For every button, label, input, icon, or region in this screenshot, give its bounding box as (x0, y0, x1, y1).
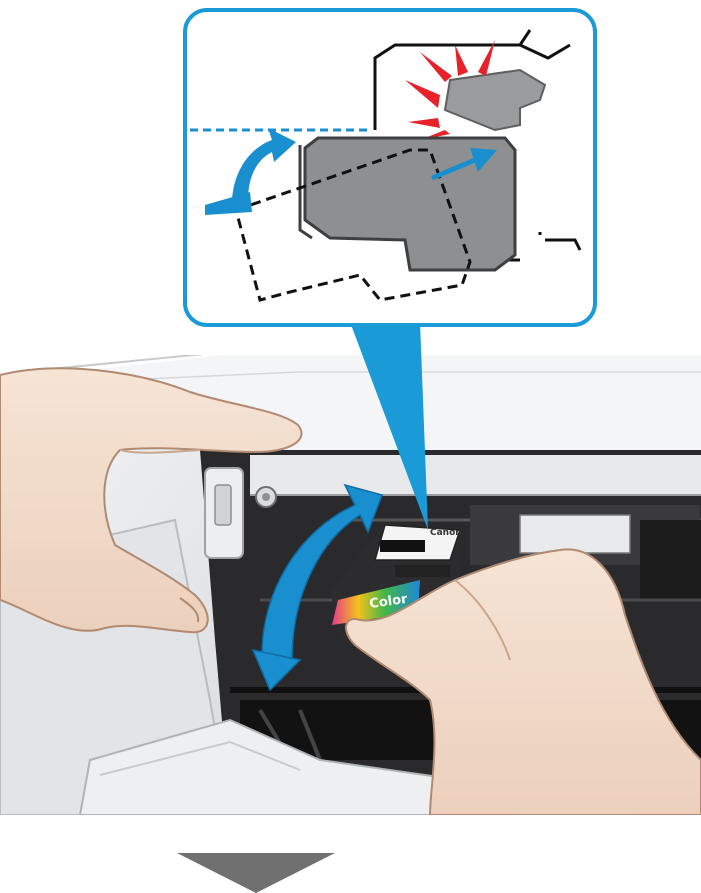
cartridge-color-label: Color (368, 592, 409, 612)
curved-rotate-arrow-icon (261, 483, 383, 661)
printer-photo: Color Canon (0, 355, 701, 815)
click-burst-icon (405, 40, 495, 140)
down-arrow-icon (177, 853, 335, 893)
curved-rotate-arrow-icon (232, 128, 296, 200)
callout-pointer (350, 322, 428, 530)
cartridge-holder-outline (373, 29, 571, 130)
inset-diagram (183, 8, 597, 327)
lock-lever (443, 68, 547, 132)
cartridge-previous-position (234, 148, 472, 302)
left-hand (0, 367, 303, 634)
cartridge-brand-label: Canon (430, 528, 462, 538)
right-hand (345, 548, 701, 815)
straight-arrow-icon (431, 157, 476, 181)
